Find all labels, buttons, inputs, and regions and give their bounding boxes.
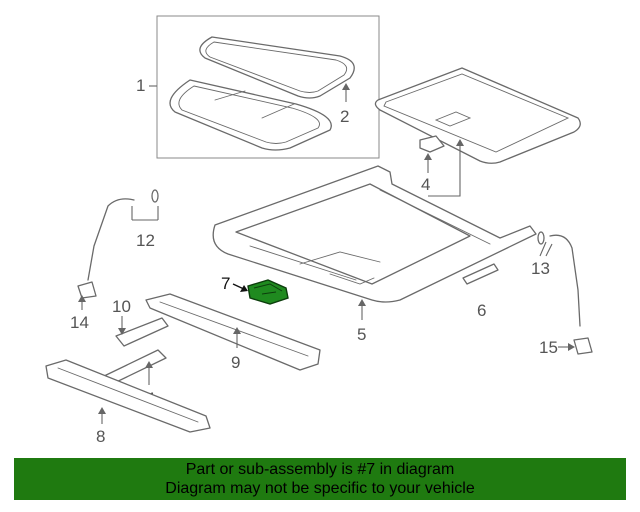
callout-12: 12 [131,206,159,250]
sunroof-frame [212,165,537,303]
rail-part [145,293,321,371]
callout-label-4: 4 [421,175,430,194]
callout-13: 13 [531,241,553,278]
callout-label-6: 6 [477,301,486,320]
callout-label-7: 7 [221,274,230,293]
drain-hose-right [537,231,593,355]
callout-9: 9 [231,327,241,372]
callout-label-13: 13 [531,259,550,278]
footer-line-2: Diagram may not be specific to your vehi… [165,480,475,497]
callout-7: 7 [221,274,248,293]
callout-6: 6 [477,301,486,320]
callout-label-15: 15 [539,338,558,357]
callout-5: 5 [357,299,366,344]
highlighted-part-7[interactable] [247,279,289,305]
callout-label-1: 1 [136,76,145,95]
drain-hose-left [77,189,159,299]
bracket-part [115,317,169,347]
diagram-footer-banner: Part or sub-assembly is #7 in diagram Di… [14,458,626,500]
callout-label-2: 2 [340,107,349,126]
callout-15: 15 [539,338,575,357]
callout-2: 2 [340,83,350,126]
sunshade [374,67,581,164]
glass-assembly-inset [156,15,380,159]
callout-14: 14 [70,295,89,332]
callout-label-10: 10 [112,297,131,316]
callout-label-9: 9 [231,353,240,372]
parts-diagram: 1 2 3 4 5 [45,15,593,446]
callout-label-12: 12 [136,231,155,250]
callout-label-14: 14 [70,313,89,332]
strip-part [462,263,499,285]
callout-10: 10 [112,297,131,335]
callout-8: 8 [96,407,106,446]
callout-4: 4 [421,153,432,194]
clip-part [419,135,445,153]
footer-line-1: Part or sub-assembly is #7 in diagram [185,461,455,478]
deflector-part [45,359,211,433]
callout-label-8: 8 [96,427,105,446]
callout-label-5: 5 [357,325,366,344]
callout-1: 1 [136,76,157,95]
